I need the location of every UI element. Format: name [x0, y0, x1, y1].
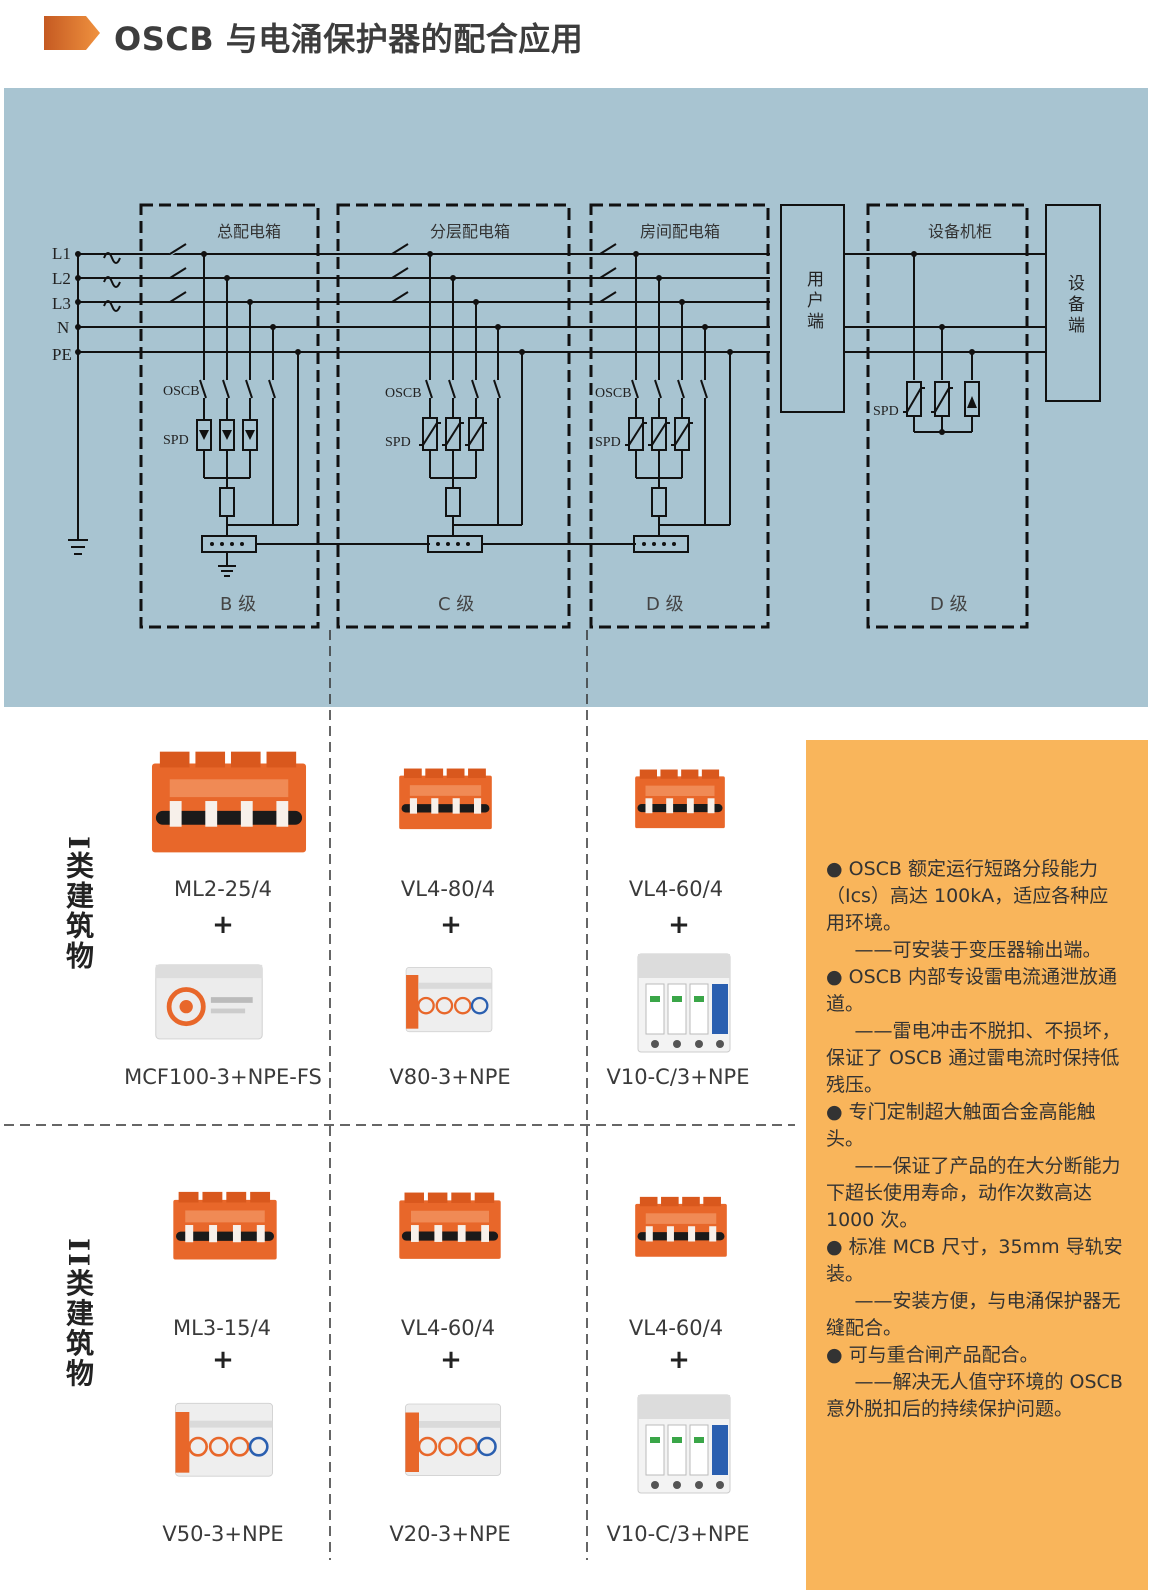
- spd-image-v10c: [634, 948, 734, 1058]
- feature-point: ● 可与重合闸产品配合。: [826, 1344, 1039, 1366]
- panel-title-floor: 分层配电箱: [430, 222, 511, 241]
- breaker-image-vl4-60: [634, 750, 726, 850]
- line-label-l3: L3: [52, 294, 71, 313]
- page-header: OSCB 与电涌保护器的配合应用: [44, 12, 744, 58]
- breaker-image-vl4-60-b: [398, 1172, 502, 1282]
- page-title: OSCB 与电涌保护器的配合应用: [114, 20, 584, 58]
- grade-label-d: D 级: [646, 594, 684, 615]
- feature-detail: ——雷电冲击不脱扣、不损坏，保证了 OSCB 通过雷电流时保持低残压。: [826, 1020, 1121, 1096]
- spd-model-1-3: V10-C/3+NPE: [606, 1065, 750, 1089]
- oscb-label-d: OSCB: [595, 386, 632, 401]
- feature-detail: ——保证了产品的在大分断能力下超长使用寿命，动作次数高达 1000 次。: [826, 1155, 1121, 1231]
- feature-item: ● 标准 MCB 尺寸，35mm 导轨安装。 ——安装方便，与电涌保护器无缝配合…: [826, 1234, 1126, 1342]
- breaker-image-vl4-60-c: [634, 1176, 728, 1280]
- user-end-label: 用户端: [803, 270, 823, 333]
- feature-item: ● OSCB 内部专设雷电流通泄放通道。 ——雷电冲击不脱扣、不损坏，保证了 O…: [826, 964, 1126, 1099]
- plus-icon: +: [440, 1345, 462, 1375]
- grade-label-b: B 级: [220, 594, 257, 615]
- oscb-label-c: OSCB: [385, 386, 422, 401]
- feature-point: ● 专门定制超大触面合金高能触头。: [826, 1101, 1096, 1150]
- line-label-l2: L2: [52, 269, 71, 288]
- grade-label-c: C 级: [438, 594, 475, 615]
- feature-detail: ——解决无人值守环境的 OSCB 意外脱扣后的持续保护问题。: [826, 1371, 1123, 1420]
- line-label-pe: PE: [52, 345, 72, 364]
- feature-list: ● OSCB 额定运行短路分段能力（Ics）高达 100kA，适应各种应用环境。…: [826, 856, 1126, 1423]
- breaker-model-2-3: VL4-60/4: [628, 1316, 724, 1340]
- oscb-label-b: OSCB: [163, 384, 200, 399]
- feature-item: ● 专门定制超大触面合金高能触头。 ——保证了产品的在大分断能力下超长使用寿命，…: [826, 1099, 1126, 1234]
- feature-point: ● OSCB 额定运行短路分段能力（Ics）高达 100kA，适应各种应用环境。: [826, 858, 1109, 934]
- spd-label-c: SPD: [385, 435, 411, 450]
- breaker-model-2-2: VL4-60/4: [400, 1316, 496, 1340]
- spd-model-2-1: V50-3+NPE: [162, 1522, 284, 1546]
- spd-label-cabinet: SPD: [873, 404, 899, 419]
- panel-title-cabinet: 设备机柜: [928, 222, 993, 241]
- spd-image-v10c-b: [634, 1388, 734, 1500]
- plus-icon: +: [212, 1345, 234, 1375]
- feature-info-box: [806, 740, 1148, 1590]
- title-flag-icon: [44, 16, 100, 50]
- plus-icon: +: [668, 1345, 690, 1375]
- breaker-model-1-1: ML2-25/4: [174, 877, 272, 901]
- feature-point: ● 标准 MCB 尺寸，35mm 导轨安装。: [826, 1236, 1123, 1285]
- spd-label-b: SPD: [163, 433, 189, 448]
- spd-image-v20: [402, 1388, 504, 1488]
- breaker-model-2-1: ML3-15/4: [173, 1316, 271, 1340]
- device-end-label: 设备端: [1064, 274, 1084, 337]
- wiring-diagram-panel: [4, 88, 1148, 707]
- spd-model-2-2: V20-3+NPE: [389, 1522, 511, 1546]
- spd-model-1-1: MCF100-3+NPE-FS: [124, 1065, 322, 1089]
- plus-icon: +: [212, 910, 234, 940]
- feature-item: ● 可与重合闸产品配合。 ——解决无人值守环境的 OSCB 意外脱扣后的持续保护…: [826, 1342, 1126, 1423]
- spd-image-v50: [172, 1388, 276, 1488]
- breaker-image-ml2: [150, 748, 308, 860]
- building-category-2: II类建筑物: [62, 1238, 95, 1389]
- feature-point: ● OSCB 内部专设雷电流通泄放通道。: [826, 966, 1117, 1015]
- panel-title-room: 房间配电箱: [640, 222, 721, 241]
- spd-image-v80: [403, 950, 495, 1046]
- grade-label-cabinet: D 级: [930, 594, 968, 615]
- feature-detail: ——安装方便，与电涌保护器无缝配合。: [826, 1290, 1121, 1339]
- feature-detail: ——可安装于变压器输出端。: [854, 939, 1102, 961]
- spd-image-mcf100: [152, 955, 266, 1045]
- plus-icon: +: [440, 910, 462, 940]
- building-category-1: I类建筑物: [62, 836, 95, 972]
- plus-icon: +: [668, 910, 690, 940]
- breaker-model-1-2: VL4-80/4: [400, 877, 496, 901]
- line-label-n: N: [57, 318, 70, 337]
- spd-model-2-3: V10-C/3+NPE: [606, 1522, 750, 1546]
- panel-title-main: 总配电箱: [217, 222, 282, 241]
- breaker-image-ml3: [172, 1172, 278, 1282]
- breaker-model-1-3: VL4-60/4: [628, 877, 724, 901]
- spd-model-1-2: V80-3+NPE: [389, 1065, 511, 1089]
- spd-label-d: SPD: [595, 435, 621, 450]
- breaker-image-vl4-80: [398, 752, 493, 848]
- feature-item: ● OSCB 额定运行短路分段能力（Ics）高达 100kA，适应各种应用环境。…: [826, 856, 1126, 964]
- line-label-l1: L1: [52, 244, 71, 263]
